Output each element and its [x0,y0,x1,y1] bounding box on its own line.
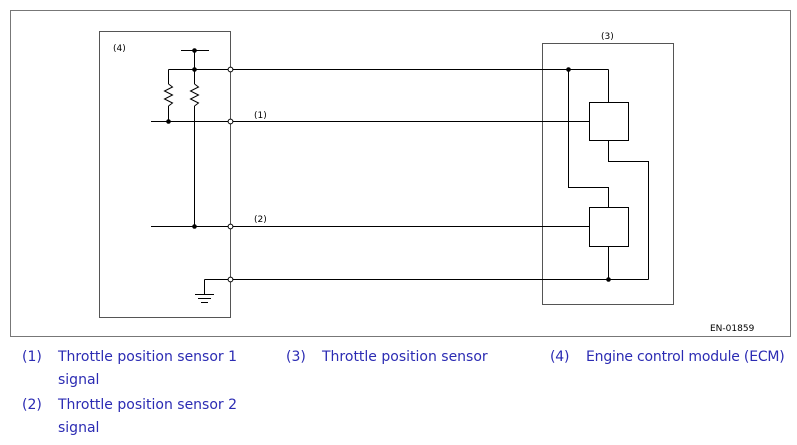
ecm-terminal-ground [227,276,234,283]
ecm-terminal-signal-2 [227,223,234,230]
sensor-box-callout: (3) [601,32,614,42]
junction-dot [192,224,197,229]
signal-2-callout: (2) [254,215,267,225]
junction-dot [192,48,197,53]
legend-item-4: (4) Engine control module (ECM) [550,346,795,369]
legend-label: Throttle position sensor 2 signal [58,397,238,436]
sensor-1-ground-return [608,141,649,280]
legend-label: Throttle position sensor [322,349,488,365]
ecm-terminal-signal-1 [227,118,234,125]
legend-item-3: (3) Throttle position sensor [286,346,516,369]
resistor-1 [163,83,174,107]
junction-dot [192,67,197,72]
ecm-terminal-supply [227,66,234,73]
legend-item-2: (2) Throttle position sensor 2 signal [22,394,262,440]
legend-number: (4) [550,349,570,365]
legend-item-1: (1) Throttle position sensor 1 signal [22,346,262,392]
diagram-border [10,10,791,337]
sensor-element-1 [589,102,629,141]
wiring-diagram: (4) (3) [10,10,791,337]
legend-label: Throttle position sensor 1 signal [58,349,238,388]
junction-dot [606,277,611,282]
resistor-2 [189,83,200,107]
figure-code: EN-01859 [710,324,755,334]
legend-number: (1) [22,349,42,365]
legend-label: Engine control module (ECM) [586,349,785,365]
signal-1-callout: (1) [254,111,267,121]
sensor-supply-branch [568,69,609,207]
sensor-element-2 [589,207,629,247]
junction-dot [566,67,571,72]
sensor-box [542,43,674,305]
legend-number: (3) [286,349,306,365]
junction-dot [166,119,171,124]
ecm-box-callout: (4) [113,44,126,54]
ecm-box [99,31,231,318]
legend-number: (2) [22,397,42,413]
